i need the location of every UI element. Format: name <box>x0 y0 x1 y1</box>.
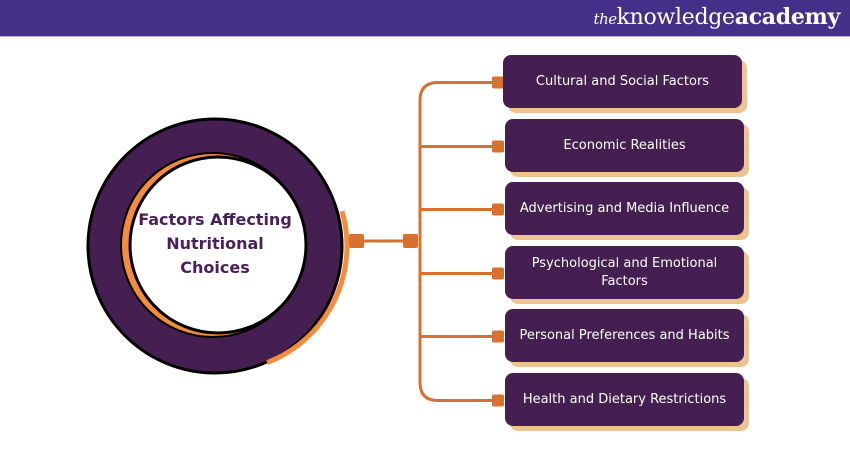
factor-box: Economic Realities <box>505 119 744 172</box>
logo-main: knowledge <box>616 5 735 30</box>
factor-box: Personal Preferences and Habits <box>505 309 744 362</box>
factor-box: Advertising and Media Influence <box>505 182 744 235</box>
factor-label: Advertising and Media Influence <box>519 200 730 216</box>
connector-node-right <box>403 234 418 248</box>
factor-label: Psychological and Emotional Factors <box>531 255 718 289</box>
factor-box: Health and Dietary Restrictions <box>505 373 744 426</box>
ring-inner-white <box>128 155 308 335</box>
factor-label: Economic Realities <box>563 137 686 153</box>
branch-node <box>492 76 504 89</box>
branch-node <box>492 203 504 216</box>
branch-trunk <box>418 81 497 402</box>
knowledge-academy-logo: theknowledgeacademy <box>593 3 841 33</box>
branch-node <box>492 140 504 153</box>
connector-main <box>349 234 418 248</box>
brand-header: theknowledgeacademy <box>0 0 850 37</box>
branch-node <box>492 267 504 280</box>
factor-label: Personal Preferences and Habits <box>519 327 730 343</box>
central-ring <box>86 117 350 375</box>
factor-label: Health and Dietary Restrictions <box>522 391 727 407</box>
logo-prefix: the <box>593 10 618 28</box>
central-topic: Factors Affecting Nutritional Choices <box>138 210 292 277</box>
logo-suffix: academy <box>734 4 841 30</box>
branch-node <box>492 330 504 343</box>
connector-node-left <box>349 234 364 248</box>
ring-orange-crescent <box>94 118 350 374</box>
branch-node <box>492 394 504 407</box>
factor-label: Cultural and Social Factors <box>535 73 710 89</box>
factor-box: Psychological and Emotional Factors <box>505 246 744 299</box>
branch-lines <box>418 76 504 407</box>
factor-box: Cultural and Social Factors <box>503 55 742 108</box>
